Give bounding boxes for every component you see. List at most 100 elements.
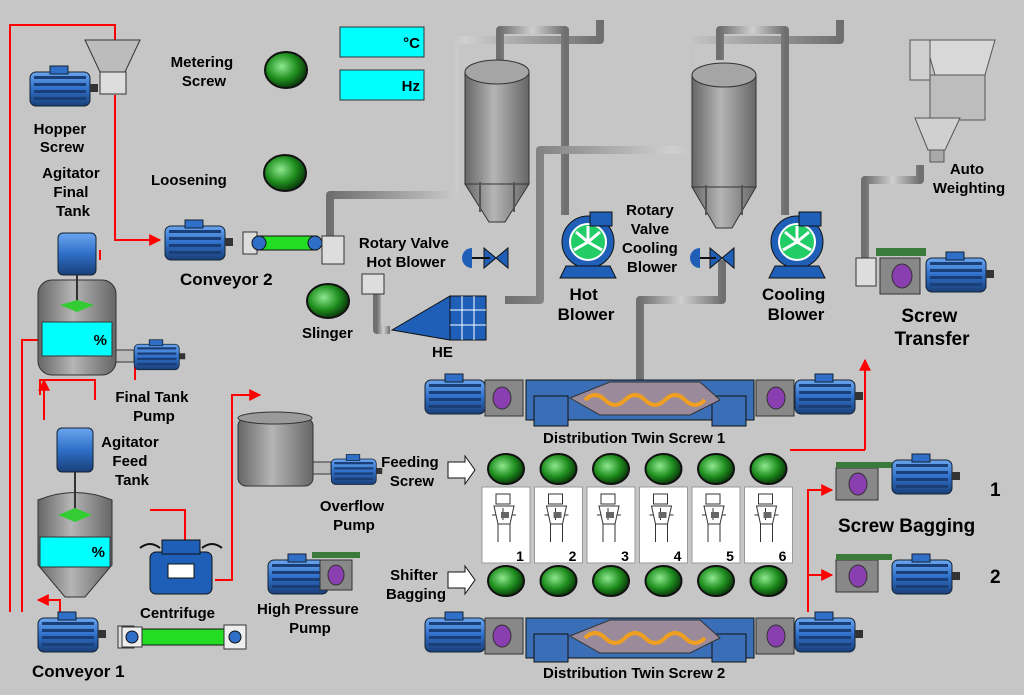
frequency-unit: Hz — [402, 78, 420, 95]
motor-icon — [794, 373, 864, 415]
slinger-label: Slinger — [302, 325, 353, 342]
shifter-indicator-lamp-icon[interactable] — [697, 565, 735, 597]
agitator-final-tank[interactable]: % — [37, 232, 117, 376]
overflow-tank-icon[interactable] — [237, 417, 314, 487]
cooling-blower-fan-icon[interactable] — [768, 211, 826, 279]
temperature-unit: °C — [403, 35, 420, 52]
loosening-label: Loosening — [151, 172, 227, 189]
rotary-valve-hot-blower-label: Rotary Valve Hot Blower — [359, 235, 453, 271]
distribution-twin-screw-1-label: Distribution Twin Screw 1 — [543, 430, 725, 447]
motor-icon — [794, 611, 864, 653]
screw-bagging-1[interactable] — [835, 453, 961, 501]
rotary-valve-hot-blower-valve-icon[interactable] — [462, 246, 509, 270]
feeding-indicator-lamp-icon[interactable] — [697, 453, 735, 485]
motor-icon — [164, 219, 234, 261]
shifter-indicator-lamp-icon[interactable] — [749, 565, 788, 597]
agitator-feed-tank-label: Agitator Feed Tank — [101, 434, 163, 489]
heat-exchanger[interactable] — [390, 295, 487, 341]
hopper-screw[interactable] — [29, 39, 141, 107]
slinger-indicator-lamp-icon[interactable] — [306, 283, 350, 319]
pump-icon — [330, 454, 383, 485]
conveyor-1[interactable] — [37, 611, 247, 653]
agitator-final-tank-label: Agitator Final Tank — [42, 165, 104, 220]
hopper-icon — [84, 39, 141, 73]
bagging-figure — [544, 493, 569, 542]
shifter-indicator-lamp-icon[interactable] — [644, 565, 683, 597]
feed-tank-level-unit: % — [92, 544, 105, 561]
screw-transfer[interactable] — [855, 248, 995, 295]
bag-station-number: 2 — [569, 548, 577, 564]
cyclone-cooling — [691, 62, 757, 229]
motor-icon — [424, 611, 494, 653]
motor-icon — [29, 65, 99, 107]
screw-transfer-label: Screw Transfer — [895, 306, 971, 350]
shifter-bagging-arrow-right-icon — [447, 564, 476, 596]
conveyor-2[interactable] — [164, 219, 345, 265]
motor-icon — [925, 251, 995, 293]
bag-station-number: 5 — [726, 548, 734, 564]
feed-tank-level-display — [39, 536, 111, 568]
motor-icon — [424, 373, 494, 415]
bag-accent — [553, 512, 562, 518]
feeding-screw-label: Feeding Screw — [381, 454, 443, 490]
conveyor-1-label: Conveyor 1 — [32, 662, 125, 681]
overflow-pump[interactable] — [330, 454, 383, 485]
hopper-screw-label: Hopper Screw — [34, 121, 91, 156]
final-tank-level-unit: % — [94, 332, 107, 349]
bag-machine-icon[interactable] — [586, 486, 636, 564]
distribution-twin-screw-2-label: Distribution Twin Screw 2 — [543, 665, 725, 682]
centrifuge[interactable] — [139, 539, 223, 595]
high-pressure-pump[interactable] — [267, 552, 360, 595]
centrifuge-label: Centrifuge — [140, 605, 215, 622]
feeding-indicator-lamp-icon[interactable] — [749, 453, 788, 485]
bag-machine-icon[interactable] — [691, 486, 741, 564]
agitator-feed-tank[interactable]: % — [37, 427, 113, 598]
hot-blower-label: Hot Blower — [558, 285, 615, 324]
shifter-indicator-lamp-icon[interactable] — [539, 565, 578, 597]
metering-screw-label: Metering Screw — [171, 54, 238, 90]
shifter-indicator-lamp-icon[interactable] — [592, 565, 630, 597]
metering-screw-indicator-lamp-icon[interactable] — [264, 51, 308, 89]
motor-icon — [891, 453, 961, 495]
hot-blower-fan-icon[interactable] — [559, 211, 617, 279]
duct-network — [326, 20, 924, 380]
rotary-valve-cooling-blower-valve-icon[interactable] — [690, 246, 735, 270]
final-tank-pump-label: Final Tank Pump — [115, 389, 192, 425]
bag-machine-icon[interactable] — [481, 486, 531, 564]
screw-bagging-line-2: 2 — [990, 567, 1001, 588]
bag-accent — [658, 512, 667, 518]
bag-machine-icon[interactable] — [639, 486, 688, 564]
screw-bagging-line-1: 1 — [990, 480, 1001, 501]
feeding-indicator-lamp-icon[interactable] — [487, 453, 525, 485]
motor-icon — [133, 339, 186, 371]
loosening-indicator-lamp-icon[interactable] — [263, 154, 307, 192]
bag-station-number: 3 — [621, 548, 629, 564]
bag-machine-icon[interactable] — [744, 486, 793, 564]
final-tank-level-display — [41, 321, 113, 357]
auto-weighting-machine[interactable] — [909, 39, 996, 163]
he-label: HE — [432, 344, 453, 361]
bagging-figure — [492, 493, 516, 542]
conveyor-2-label: Conveyor 2 — [180, 270, 273, 289]
feeding-indicator-lamp-icon[interactable] — [592, 453, 630, 485]
bagging-figure — [649, 493, 674, 542]
motor-icon — [37, 611, 107, 653]
feeding-indicator-lamp-icon[interactable] — [644, 453, 683, 485]
frequency-display — [339, 69, 425, 101]
distribution-twin-screw-2[interactable] — [424, 611, 864, 663]
bagging-figure — [754, 493, 779, 542]
bag-machine-icon[interactable] — [534, 486, 583, 564]
screw-bagging-2[interactable] — [835, 553, 961, 595]
bag-accent — [763, 512, 772, 518]
final-tank-pump[interactable] — [115, 339, 186, 371]
shifter-bagging-label: Shifter Bagging — [386, 567, 446, 603]
bag-station-number: 4 — [674, 548, 682, 564]
bag-station-number: 1 — [516, 548, 524, 564]
feeding-indicator-lamp-icon[interactable] — [539, 453, 578, 485]
distribution-twin-screw-1[interactable] — [424, 373, 864, 427]
rotary-valve-cooling-blower-label: Rotary Valve Cooling Blower — [622, 202, 682, 276]
bagging-figure — [702, 493, 726, 542]
shifter-indicator-lamp-icon[interactable] — [487, 565, 525, 597]
